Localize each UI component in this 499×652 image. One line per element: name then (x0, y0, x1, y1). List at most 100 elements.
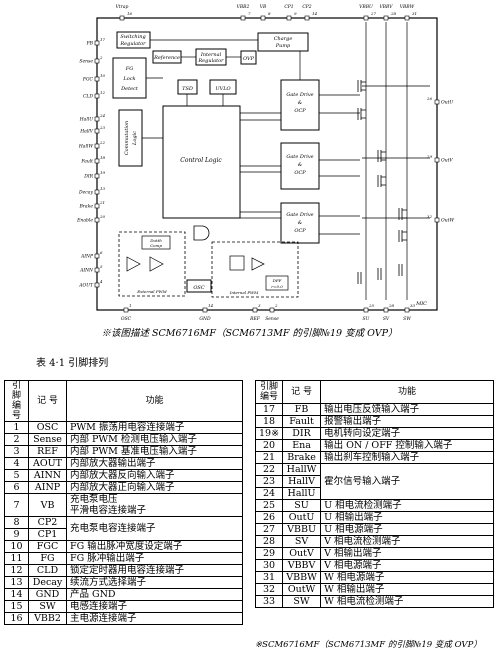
header-symbol: 记 号 (28, 380, 67, 422)
left-pin-label: CLD (83, 94, 93, 100)
left-pin-label: Fault (80, 159, 93, 165)
svg-text:OCP: OCP (294, 170, 306, 176)
pin-function-cell: 电感连接端子 (66, 600, 243, 613)
svg-text:OVP: OVP (243, 56, 255, 62)
top-pin-marker (404, 15, 410, 21)
pin-number-cell: 24 (254, 487, 284, 500)
svg-text:Reference: Reference (153, 55, 180, 61)
pin-function-cell: 输出 ON / OFF 控制输入端子 (320, 439, 494, 452)
pin-function-cell: FG 输出脉冲宽度设定端子 (66, 540, 243, 553)
pin-symbol-cell: VBBV (282, 559, 322, 572)
and-gate (193, 225, 210, 241)
pin-symbol-cell: CP2 (28, 516, 67, 529)
pin-number-cell: 11 (4, 552, 29, 565)
pin-function-cell: 内部放大器正向输入端子 (66, 481, 243, 494)
top-pin-label: VBBV (379, 4, 393, 10)
mosfet-array (357, 80, 407, 284)
pin-function-cell: 内部 PWM 基准电压输入端子 (66, 445, 243, 458)
top-pin-label: CP1 (284, 4, 293, 10)
left-pin-label: FB (86, 41, 94, 47)
header-pin-number: 引脚编号 (4, 380, 29, 422)
pin-symbol-cell: Fault (282, 415, 322, 428)
pin-number-cell: 27 (254, 523, 284, 536)
pin-function-cell: 主电源连接端子 (66, 612, 243, 625)
pin-symbol-cell: FB (282, 403, 322, 416)
uvlo-block: UVLO (209, 79, 237, 95)
left-pin-label: Enable (76, 218, 93, 224)
left-pin-number: 23 (99, 125, 106, 130)
pin-number-cell: 30 (254, 559, 284, 572)
top-pin-marker (260, 15, 266, 21)
commutation-logic-block: Commutation Logic (118, 109, 143, 167)
pin-number-cell: 9 (4, 528, 29, 541)
top-pin-marker (119, 15, 125, 21)
gate-drive-v-block: Gate Drive & OCP (280, 142, 320, 190)
pin-number-cell: 15 (4, 600, 29, 613)
internal-pwm-region: DFF r=0.0 Internal PWM (211, 241, 299, 298)
left-pin-number: 10 (100, 73, 106, 78)
pin-function-cell: 内部放大器输出端子 (66, 457, 243, 470)
right-pin-label: OutW (441, 218, 454, 224)
left-pin-label: Brake (78, 204, 93, 210)
pin-number-cell: 25 (254, 499, 284, 512)
left-pin-marker (94, 40, 100, 46)
bottom-pin-label: Sense (265, 316, 279, 322)
left-pin-number: 4 (99, 279, 103, 284)
pin-function-cell: V 相电源端子 (320, 559, 494, 572)
pin-function-cell: 内部 PWM 检测电压输入端子 (66, 433, 243, 446)
bottom-pin-label: OSC (121, 316, 132, 322)
top-pin-marker (304, 15, 310, 21)
internal-regulator-block: Internal Regulator (195, 48, 227, 66)
pin-number-cell: 32 (254, 583, 284, 596)
pin-function-cell: 电机转向设定端子 (320, 427, 494, 440)
bottom-pin-number: 25 (368, 303, 375, 308)
svg-text:Gate Drive: Gate Drive (286, 154, 313, 160)
left-pin-number: 2 (99, 55, 103, 60)
pin-function-cell: U 相输出端子 (320, 511, 494, 524)
left-pin-marker (94, 128, 100, 134)
osc-block: OSC (186, 279, 212, 293)
pin-symbol-cell: FGC (28, 540, 67, 553)
top-pin-number: 7 (248, 11, 251, 16)
right-pin-number: 29 (426, 154, 433, 159)
pin-symbol-cell: AOUT (28, 457, 67, 470)
pin-symbol-cell: OutU (282, 511, 322, 524)
bottom-pin-number: 3 (258, 303, 261, 308)
left-pin-label: AINP (80, 254, 94, 260)
svg-text:Control Logic: Control Logic (180, 157, 222, 164)
pin-number-cell: 16 (4, 612, 29, 625)
left-pin-number: 17 (100, 37, 106, 42)
svg-text:Detect: Detect (120, 86, 139, 92)
left-pin-label: AOUT (78, 283, 94, 289)
pin-number-cell: 29 (254, 547, 284, 560)
pin-symbol-cell: SU (282, 499, 322, 512)
block-diagram: Switching Regulator Reference Internal R… (76, 4, 454, 322)
right-pin-marker (434, 99, 440, 105)
bottom-pin-number: 28 (388, 303, 395, 308)
bottom-pin-label: SW (403, 316, 411, 322)
svg-text:Internal PWM: Internal PWM (229, 290, 259, 295)
left-pin-label: HallV (79, 129, 93, 135)
pin-function-cell: 输出刹车控制输入端子 (320, 451, 494, 464)
svg-text:Gate Drive: Gate Drive (286, 92, 313, 98)
reference-block: Reference (152, 50, 182, 64)
pin-symbol-cell: DIR (282, 427, 322, 440)
pin-symbol-cell: Brake (282, 451, 322, 464)
left-pin-marker (94, 267, 100, 273)
tsd-block: TSD (177, 79, 198, 95)
pin-function-cell: V 相电流检测端子 (320, 535, 494, 548)
pin-function-cell: 霍尔信号输入端子 (320, 463, 494, 500)
left-pin-number: 6 (100, 250, 103, 255)
bottom-pin-marker (404, 307, 410, 313)
right-pin-number: 32 (427, 214, 433, 219)
left-pin-label: AINN (79, 268, 94, 274)
